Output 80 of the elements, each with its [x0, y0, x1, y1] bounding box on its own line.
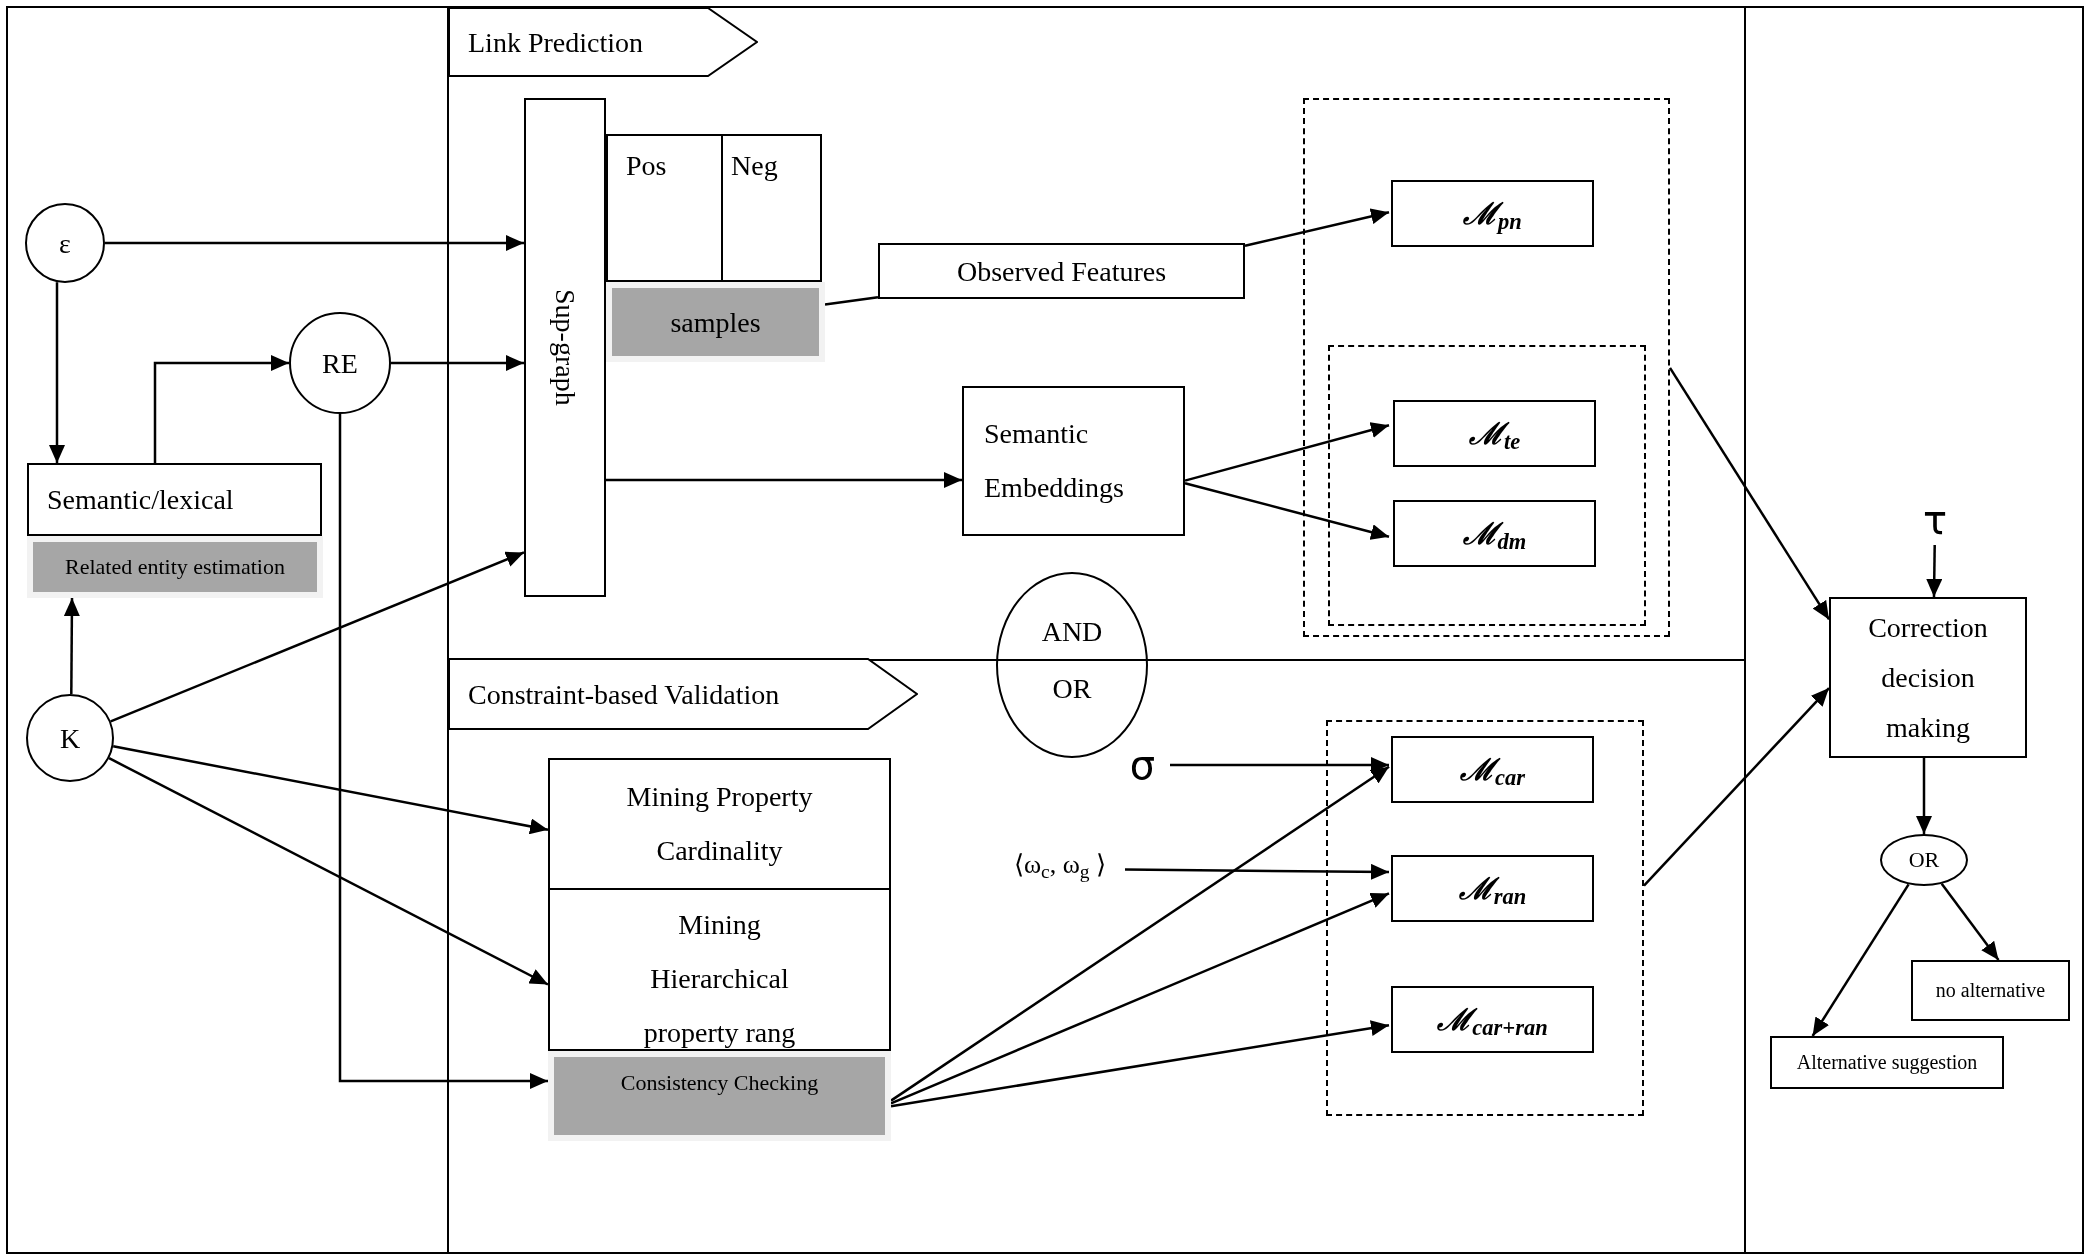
arrow	[890, 765, 1390, 1102]
node-label: ℳ$_{te}$	[1468, 415, 1521, 453]
node-label: AND	[1041, 615, 1103, 649]
shaded-box	[27, 536, 323, 598]
node-label: ℳ$_{dm}$	[1462, 515, 1527, 553]
node-label: Mining Property Cardinality	[625, 780, 814, 868]
arrow	[890, 1020, 1390, 1108]
arrow	[1184, 482, 1390, 540]
connector-line	[824, 295, 879, 306]
symbol-label: τ	[1922, 496, 1948, 545]
node-label: samples	[670, 305, 761, 340]
arrow	[1643, 687, 1830, 887]
node-label: Link Prediction	[468, 25, 643, 60]
arrow	[606, 472, 962, 488]
ellipse-node	[1880, 834, 1968, 886]
dashed-group	[1328, 345, 1646, 626]
process-box	[606, 134, 723, 282]
process-box	[962, 386, 1185, 536]
node-label: Semantic Embeddings	[984, 417, 1125, 505]
arrow	[1926, 545, 1943, 597]
process-box	[1391, 180, 1594, 247]
node-label: Sup-graph	[548, 289, 582, 406]
shaded-box	[548, 1051, 891, 1141]
process-box	[548, 758, 891, 890]
dashed-group	[1326, 720, 1644, 1116]
process-box	[1391, 736, 1594, 803]
process-box	[1770, 1036, 2004, 1089]
process-box	[1391, 986, 1594, 1053]
arrow	[391, 355, 524, 371]
node-label: ℳ$_{car+ran}$	[1437, 1001, 1548, 1039]
process-box	[548, 888, 891, 1051]
node-label: ℳ$_{car}$	[1460, 751, 1525, 789]
arrow	[1668, 367, 1831, 621]
dashed-group	[1303, 98, 1670, 637]
arrow	[1184, 422, 1390, 482]
arrow	[105, 235, 524, 251]
node-label: OR	[1052, 672, 1092, 706]
node-label: Semantic/lexical	[47, 483, 234, 517]
arrow	[1940, 883, 2000, 961]
arrow	[1125, 863, 1389, 880]
node-label: RE	[322, 346, 358, 381]
ellipse-node	[996, 572, 1148, 758]
node-label: OR	[1908, 846, 1940, 874]
process-box	[1829, 597, 2027, 758]
process-box	[721, 134, 822, 282]
shaded-box	[606, 282, 825, 362]
arrow	[108, 757, 549, 986]
node-label: Mining Hierarchical property rang	[642, 908, 797, 1050]
process-box	[878, 243, 1245, 299]
arrow	[338, 414, 548, 1089]
process-box	[524, 98, 606, 597]
process-box	[1391, 855, 1594, 922]
arrow	[63, 598, 80, 694]
node-label: no alternative	[1935, 978, 2046, 1003]
symbol-label: ⟨ω$_{c}$, ω$_{g}$ ⟩	[1013, 848, 1107, 882]
node-label: Consistency Checking	[620, 1069, 819, 1097]
node-label: Observed Features	[956, 254, 1167, 289]
node-label: K	[59, 721, 81, 756]
node-label: Alternative suggestion	[1796, 1050, 1978, 1075]
process-box	[27, 463, 322, 536]
arrow	[1170, 757, 1389, 773]
arrow	[890, 892, 1390, 1105]
process-box	[1393, 400, 1596, 467]
node-label: ℳ$_{ran}$	[1458, 870, 1527, 908]
arrow	[1244, 208, 1390, 247]
symbol-label: σ	[1129, 741, 1156, 790]
node-label: ε	[59, 226, 71, 261]
node-label: Constraint-based Validation	[468, 677, 780, 712]
node-label: Related entity estimation	[65, 553, 285, 581]
node-label: Neg	[731, 149, 778, 183]
arrow	[153, 355, 289, 463]
arrow	[110, 551, 525, 723]
process-box	[1911, 960, 2070, 1021]
node-label: Pos	[626, 149, 667, 183]
node-label: ℳ$_{pn}$	[1463, 195, 1522, 233]
arrow	[1916, 758, 1932, 834]
arrow	[1811, 883, 1910, 1037]
process-box	[1393, 500, 1596, 567]
arrow	[49, 282, 65, 463]
node-label: Correction decision making	[1867, 610, 1989, 745]
